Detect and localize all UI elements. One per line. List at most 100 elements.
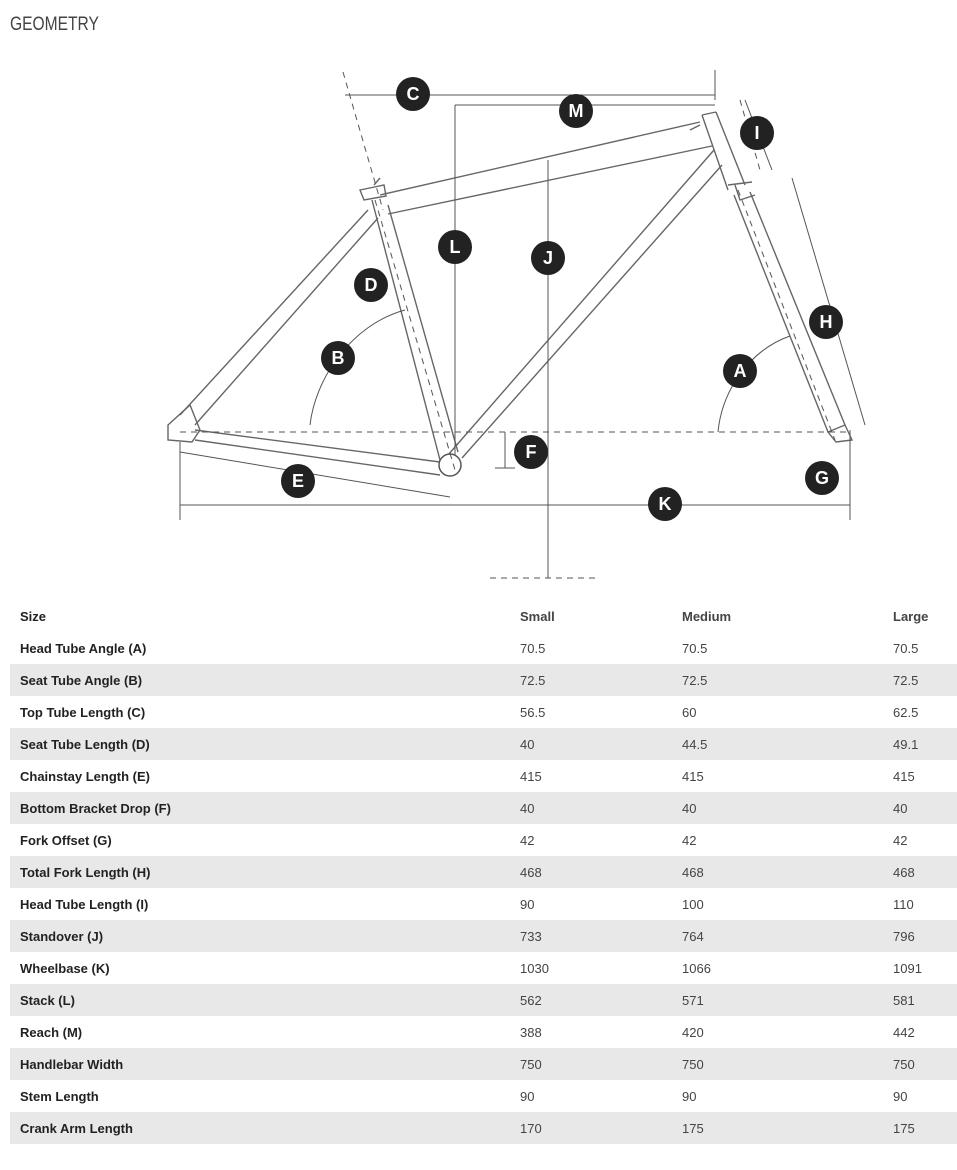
geometry-table: Size Small Medium Large Head Tube Angle …	[10, 600, 957, 1144]
row-label: Reach (M)	[20, 1024, 83, 1040]
svg-text:K: K	[659, 494, 672, 514]
large-value: 175	[893, 1112, 957, 1144]
svg-text:A: A	[734, 361, 747, 381]
header-large: Large	[893, 608, 929, 624]
medium-value: 468	[682, 856, 893, 888]
label-h: H	[809, 305, 843, 339]
large-value: 415	[893, 768, 915, 784]
medium-value: 72.5	[682, 664, 893, 696]
row-label: Fork Offset (G)	[20, 832, 112, 848]
svg-text:C: C	[407, 84, 420, 104]
medium-value: 415	[682, 768, 704, 784]
row-label: Seat Tube Angle (B)	[10, 664, 520, 696]
bottom-bracket	[438, 453, 462, 477]
medium-value: 420	[682, 1024, 704, 1040]
label-c: C	[396, 77, 430, 111]
label-i: I	[740, 116, 774, 150]
svg-text:M: M	[569, 101, 584, 121]
dimension-lines	[179, 70, 866, 578]
medium-value: 100	[682, 896, 704, 912]
table-row: Wheelbase (K) 1030 1066 1091	[10, 952, 957, 984]
label-e: E	[281, 464, 315, 498]
header-medium: Medium	[682, 608, 732, 624]
small-value: 56.5	[520, 704, 546, 720]
small-value: 42	[520, 832, 535, 848]
row-label: Chainstay Length (E)	[20, 768, 151, 784]
header-small: Small	[520, 608, 555, 624]
medium-value: 40	[682, 792, 893, 824]
row-label: Head Tube Angle (A)	[20, 640, 147, 656]
dashed-reference-lines	[180, 71, 850, 579]
small-value: 70.5	[520, 640, 546, 656]
label-d: D	[354, 268, 388, 302]
medium-value: 60	[682, 704, 697, 720]
small-value: 415	[520, 768, 542, 784]
table-header-row: Size Small Medium Large	[10, 600, 957, 632]
row-label: Head Tube Length (I)	[20, 896, 149, 912]
medium-value: 764	[682, 920, 893, 952]
svg-text:D: D	[365, 275, 378, 295]
diagram-labels: C M I L J D B H A F G E K	[281, 77, 843, 521]
small-value: 170	[520, 1112, 682, 1144]
small-value: 1030	[520, 960, 549, 976]
large-value: 468	[893, 856, 957, 888]
svg-text:J: J	[543, 248, 553, 268]
label-l: L	[438, 230, 472, 264]
medium-value: 42	[682, 832, 697, 848]
large-value: 40	[893, 792, 957, 824]
frame-outline	[167, 111, 854, 476]
small-value: 750	[520, 1048, 682, 1080]
svg-text:G: G	[815, 468, 829, 488]
medium-value: 44.5	[682, 728, 893, 760]
medium-value: 90	[682, 1088, 697, 1104]
row-label: Wheelbase (K)	[20, 960, 110, 976]
medium-value: 175	[682, 1112, 893, 1144]
large-value: 1091	[893, 960, 922, 976]
medium-value: 750	[682, 1048, 893, 1080]
label-b: B	[321, 341, 355, 375]
row-label: Standover (J)	[10, 920, 520, 952]
small-value: 90	[520, 1088, 535, 1104]
header-size: Size	[20, 608, 47, 624]
svg-text:F: F	[526, 442, 537, 462]
label-j: J	[531, 241, 565, 275]
svg-text:B: B	[332, 348, 345, 368]
small-value: 40	[520, 792, 682, 824]
large-value: 90	[893, 1088, 908, 1104]
small-value: 90	[520, 896, 535, 912]
bike-geometry-diagram: C M I L J D B H A F G E K	[167, 70, 866, 579]
small-value: 40	[520, 728, 682, 760]
row-label: Crank Arm Length	[10, 1112, 520, 1144]
svg-text:L: L	[450, 237, 461, 257]
large-value: 796	[893, 920, 957, 952]
label-a: A	[723, 354, 757, 388]
large-value: 49.1	[893, 728, 957, 760]
small-value: 562	[520, 984, 682, 1016]
page-title: GEOMETRY	[10, 14, 99, 35]
large-value: 110	[893, 896, 914, 912]
row-label: Bottom Bracket Drop (F)	[10, 792, 520, 824]
row-label: Seat Tube Length (D)	[10, 728, 520, 760]
large-value: 70.5	[893, 640, 919, 656]
row-label: Stem Length	[20, 1088, 99, 1104]
label-k: K	[648, 487, 682, 521]
table-row: Chainstay Length (E) 415 415 415	[10, 760, 957, 792]
small-value: 468	[520, 856, 682, 888]
large-value: 442	[893, 1024, 915, 1040]
row-label: Stack (L)	[10, 984, 520, 1016]
table-row: Head Tube Length (I) 90 100 110	[10, 888, 957, 920]
large-value: 62.5	[893, 704, 919, 720]
row-label: Handlebar Width	[10, 1048, 520, 1080]
medium-value: 1066	[682, 960, 711, 976]
